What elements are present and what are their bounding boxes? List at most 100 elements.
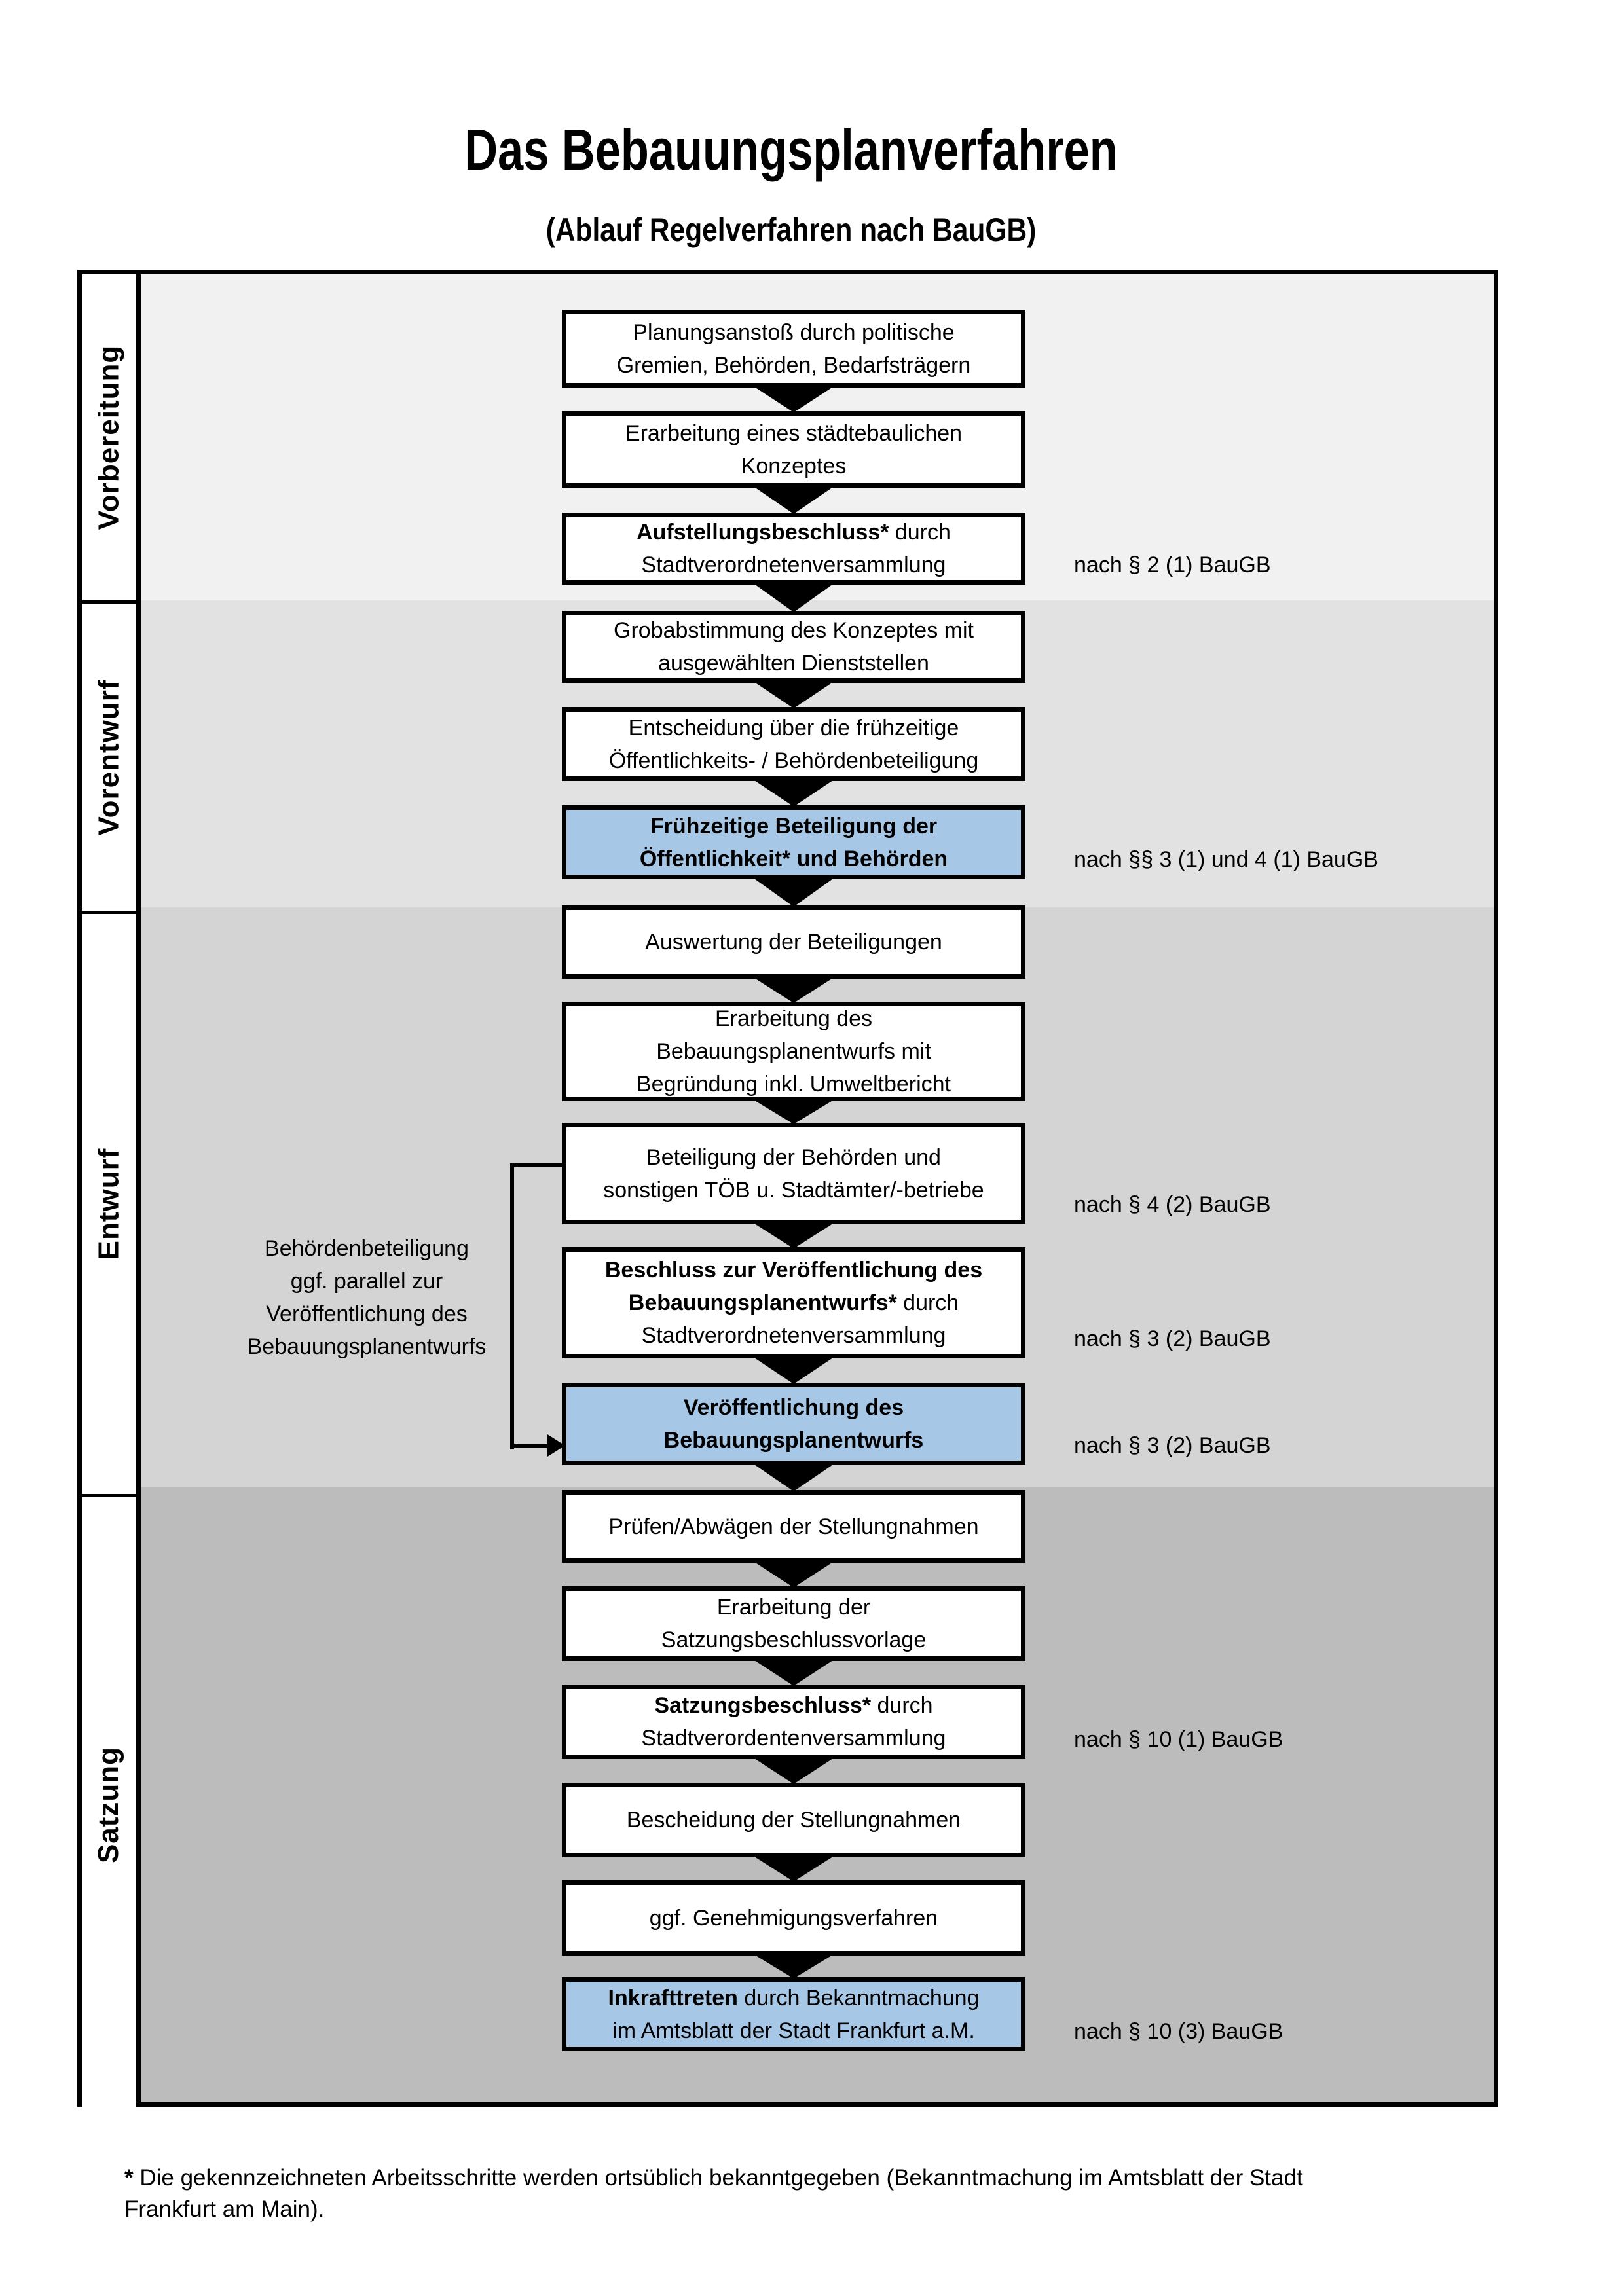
arrow-down-icon (752, 779, 835, 807)
arrow-down-icon (752, 1757, 835, 1784)
arrow-down-icon (752, 1659, 835, 1686)
flow-box-line: Öffentlichkeit* und Behörden (640, 843, 948, 875)
flow-box-line: Bescheidung der Stellungnahmen (627, 1804, 961, 1836)
flow-box-text: Erarbeitung eines städtebaulichen (625, 420, 963, 446)
phase-label-cell-vorentwurf: Vorentwurf (82, 604, 136, 914)
flow-box: Beteiligung der Behörden und sonstigen TÖ… (562, 1123, 1025, 1224)
flow-box-text: Bebauungsplanentwurfs mit (656, 1039, 931, 1064)
flow-box-text: Veröffentlichung des (683, 1395, 904, 1420)
flow-box-line: Bebauungsplanentwurfs* durch (629, 1286, 959, 1319)
flow-box-text: Beschluss zur Veröffentlichung des (604, 1258, 983, 1283)
flow-box-line: Stadtverordnetenversammlung (642, 1319, 946, 1352)
flow-box-line: Prüfen/Abwägen der Stellungnahmen (608, 1510, 978, 1543)
flow-box-text: Erarbeitung der (716, 1595, 871, 1620)
phase-label-cell-satzung: Satzung (82, 1497, 136, 2112)
flow-box-line: Öffentlichkeits- / Behördenbeteiligung (609, 744, 979, 777)
side-annotation-line: Bebauungsplanentwurfs (247, 1334, 487, 1359)
flow-box-text: Planungsanstoß durch politische (633, 319, 955, 345)
law-reference: nach § 10 (3) BauGB (1074, 2019, 1283, 2044)
flow-box: Bescheidung der Stellungnahmen (562, 1783, 1025, 1857)
flow-box-line: Satzungsbeschluss* durch (654, 1689, 932, 1722)
flow-box-line: Entscheidung über die frühzeitige (629, 712, 959, 744)
flow-box-text: Frühzeitige Beteiligung der (650, 813, 938, 839)
arrow-down-icon (752, 1222, 835, 1248)
flow-box-line: Begründung inkl. Umweltbericht (637, 1068, 951, 1101)
flow-box-line: Erarbeitung der (717, 1591, 870, 1624)
arrow-down-icon (752, 386, 835, 412)
flow-box: ggf. Genehmigungsverfahren (562, 1880, 1025, 1956)
flow-box-text: durch (896, 1290, 959, 1315)
flow-box-text: Bebauungsplanentwurfs (663, 1428, 924, 1453)
flow-box-text: Stadtverordentenversammlung (641, 1726, 946, 1751)
flow-box-line: sonstigen TÖB u. Stadtämter/-betriebe (603, 1174, 984, 1207)
arrow-down-icon (752, 583, 835, 612)
flow-box-text: Entscheidung über die frühzeitige (628, 715, 959, 740)
flow-box-text: Öffentlichkeit* und Behörden (639, 846, 948, 871)
footnote: * Die gekennzeichneten Arbeitsschritte w… (124, 2162, 1388, 2225)
flow-box-text: durch (889, 520, 951, 545)
phase-label-cell-vorbereitung: Vorbereitung (82, 274, 136, 604)
flow-box-line: im Amtsblatt der Stadt Frankfurt a.M. (612, 2014, 975, 2047)
flow-box-text: ausgewählten Dienststellen (658, 651, 929, 676)
flow-box-text: Bebauungsplanentwurfs* (628, 1290, 897, 1315)
page-subtitle: (Ablauf Regelverfahren nach BauGB) (545, 211, 1037, 248)
flow-box-text: Erarbeitung des (714, 1006, 873, 1031)
flow-box: Auswertung der Beteiligungen (562, 905, 1025, 979)
flow-box-line: Aufstellungsbeschluss* durch (637, 516, 951, 549)
footnote-asterisk: * (124, 2165, 134, 2191)
arrow-down-icon (752, 1561, 835, 1588)
flow-box-text: durch (871, 1693, 933, 1718)
flow-box-text: Konzeptes (741, 453, 847, 479)
connector-line-bottom (510, 1444, 549, 1448)
side-annotation-line: ggf. parallel zur (290, 1269, 443, 1294)
flow-box-line: Beschluss zur Veröffentlichung des (605, 1254, 982, 1286)
flow-box-text: Satzungsbeschlussvorlage (661, 1628, 927, 1652)
arrow-down-icon (752, 1855, 835, 1882)
flow-box-line: Stadtverordnetenversammlung (642, 549, 946, 581)
phase-label-cell-entwurf: Entwurf (82, 914, 136, 1497)
flow-box-line: Planungsanstoß durch politische (633, 316, 954, 349)
flow-box-line: Frühzeitige Beteiligung der (650, 810, 937, 843)
footnote-text: Die gekennzeichneten Arbeitsschritte wer… (124, 2165, 1303, 2222)
flow-box-text: Begründung inkl. Umweltbericht (636, 1072, 951, 1097)
flow-box-text: Stadtverordnetenversammlung (641, 553, 946, 577)
flow-box-line: Veröffentlichung des (684, 1391, 904, 1424)
law-reference: nach § 10 (1) BauGB (1074, 1727, 1283, 1752)
arrow-down-icon (752, 1463, 835, 1491)
flow-box-text: ggf. Genehmigungsverfahren (649, 1905, 938, 1931)
arrow-down-icon (752, 877, 835, 907)
flow-box-text: Inkrafttreten (608, 1985, 738, 2011)
flow-box-line: Konzeptes (741, 450, 847, 483)
flow-box-text: sonstigen TÖB u. Stadtämter/-betriebe (603, 1177, 984, 1203)
page-title: Das Bebauungsplanverfahren (464, 117, 1118, 182)
flow-box-text: Stadtverordnetenversammlung (641, 1323, 946, 1348)
flow-box: Prüfen/Abwägen der Stellungnahmen (562, 1490, 1025, 1563)
arrow-down-icon (752, 681, 835, 708)
flow-box-line: Gremien, Behörden, Bedarfsträgern (617, 349, 971, 382)
flow-box-line: Inkrafttreten durch Bekanntmachung (608, 1982, 980, 2014)
flow-box-text: durch Bekanntmachung (737, 1985, 980, 2011)
flow-box-text: Auswertung der Beteiligungen (645, 930, 942, 955)
law-reference: nach § 3 (2) BauGB (1074, 1433, 1271, 1458)
flow-box-line: Erarbeitung eines städtebaulichen (625, 417, 962, 450)
flow-box-text: Satzungsbeschluss* (654, 1693, 872, 1718)
side-annotation-line: Behördenbeteiligung (265, 1236, 469, 1261)
arrow-down-icon (752, 486, 835, 514)
connector-line-vertical (510, 1163, 514, 1449)
connector-line-top (510, 1163, 563, 1167)
flow-box-line: Erarbeitung des (715, 1002, 872, 1035)
flow-box-line: Beteiligung der Behörden und (646, 1141, 941, 1174)
flow-box-line: Satzungsbeschlussvorlage (661, 1624, 926, 1656)
arrow-down-icon (752, 977, 835, 1003)
arrow-down-icon (752, 1357, 835, 1384)
flow-box-text: Prüfen/Abwägen der Stellungnahmen (608, 1514, 979, 1539)
law-reference: nach § 4 (2) BauGB (1074, 1192, 1271, 1217)
flow-box-text: Aufstellungsbeschluss* (637, 520, 889, 545)
